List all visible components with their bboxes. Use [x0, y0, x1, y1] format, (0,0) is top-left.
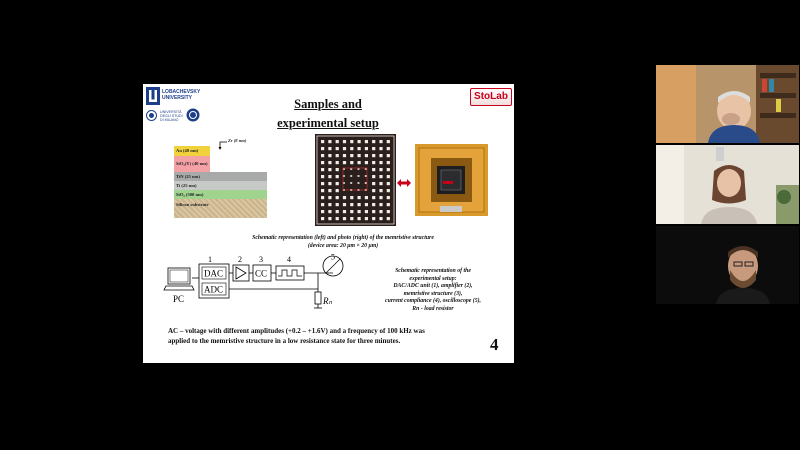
title-line1: Samples and — [294, 97, 362, 111]
crest-icon — [186, 108, 200, 122]
setup-caption-line5: current compliance (4), oscilloscope (5)… — [385, 298, 481, 304]
layer-tin: TiN (25 nm) — [174, 172, 267, 181]
slide-paragraph: AC – voltage with different amplitudes (… — [168, 326, 488, 346]
dac-label: DAC — [204, 269, 223, 279]
circuit-schematic-icon: PC DAC ADC 1 2 CC 3 4 — [163, 253, 344, 309]
university2-line1: UNIVERSITÀ — [160, 110, 182, 114]
amplifier-icon — [235, 266, 247, 280]
title-line2: experimental setup — [277, 116, 379, 130]
cc-label: CC — [255, 269, 267, 279]
adc-label: ADC — [204, 285, 223, 295]
load-resistor-icon — [314, 291, 322, 305]
university2-line2: DEGLI STUDI — [160, 114, 183, 119]
structure-caption-line2: (device area: 20 μm × 20 μm) — [307, 243, 379, 249]
slide-title: Samples and experimental setup — [253, 95, 403, 133]
participant-video-icon — [656, 65, 799, 143]
pc-label: PC — [173, 294, 184, 304]
double-arrow-icon — [397, 179, 411, 187]
participant-video-tile-1[interactable] — [656, 65, 799, 143]
label-2: 2 — [238, 255, 242, 264]
milan-university-logo: UNIVERSITÀ DEGLI STUDI DI MILANO — [146, 108, 202, 124]
university-emblem-icon — [146, 87, 160, 105]
label-1: 1 — [208, 255, 212, 264]
seal-icon — [146, 110, 157, 121]
rn-label: Rₙ — [322, 296, 332, 306]
university2-line3: DI MILANO — [160, 118, 179, 123]
participant-video-tile-3[interactable] — [656, 226, 799, 304]
layer-ti: Ti (25 nm) — [174, 181, 267, 190]
chip-package-icon — [415, 144, 488, 216]
participant-video-tile-2[interactable] — [656, 145, 799, 224]
layer-stack-diagram: Zr (8 nm) Au (40 nm) SiO₂(Y) (40 nm) TiN… — [174, 138, 267, 218]
setup-caption-line3: DAC/ADC unit (1), amplifier (2), — [393, 283, 473, 289]
setup-circuit-diagram: PC DAC ADC 1 2 CC 3 4 — [163, 252, 363, 322]
oscilloscope-icon — [322, 255, 344, 277]
participant-video-icon — [656, 226, 799, 304]
structure-caption-line1: Schematic representation (left) and phot… — [252, 235, 434, 241]
setup-caption-line2: experimental setup: — [409, 275, 457, 282]
stolab-logo: StoLab — [470, 88, 512, 106]
chip-photo — [409, 136, 494, 223]
memristor-array-schematic — [315, 134, 396, 226]
label-4: 4 — [287, 255, 291, 264]
university-name-line2: UNIVERSITY — [162, 95, 193, 101]
setup-caption-line6: Rn - load resistor — [412, 305, 454, 312]
label-3: 3 — [259, 255, 263, 264]
slide-page-number: 4 — [490, 335, 499, 354]
presentation-slide: LOBACHEVSKY UNIVERSITY UNIVERSITÀ DEGLI … — [143, 84, 514, 363]
lobachevsky-logo: LOBACHEVSKY UNIVERSITY — [146, 87, 204, 109]
setup-caption: Schematic representation of the experime… — [371, 268, 495, 313]
paragraph-line2: applied to the memristive structure in a… — [168, 337, 401, 345]
layer-silicon: Silicon substrate — [174, 199, 267, 218]
university-name-line1: LOBACHEVSKY — [162, 89, 201, 95]
layer-sio2: SiO₂ (500 nm) — [174, 190, 267, 199]
pulse-icon — [278, 269, 302, 277]
layer-sio2y: SiO₂(Y) (40 nm) — [174, 156, 210, 172]
electrode-grid-icon — [316, 135, 395, 225]
layer-au: Au (40 nm) — [174, 146, 210, 156]
participant-video-icon — [656, 145, 799, 224]
layer-zr-label: Zr (8 nm) — [228, 138, 247, 143]
structure-caption: Schematic representation (left) and phot… — [203, 234, 483, 250]
pc-icon — [163, 267, 195, 291]
setup-caption-line4: memristive structure (3), — [403, 290, 463, 297]
pointer-arrow-icon — [218, 141, 227, 150]
label-5: 5 — [331, 253, 335, 262]
paragraph-line1: AC – voltage with different amplitudes (… — [168, 327, 425, 335]
setup-caption-line1: Schematic representation of the — [395, 268, 471, 274]
